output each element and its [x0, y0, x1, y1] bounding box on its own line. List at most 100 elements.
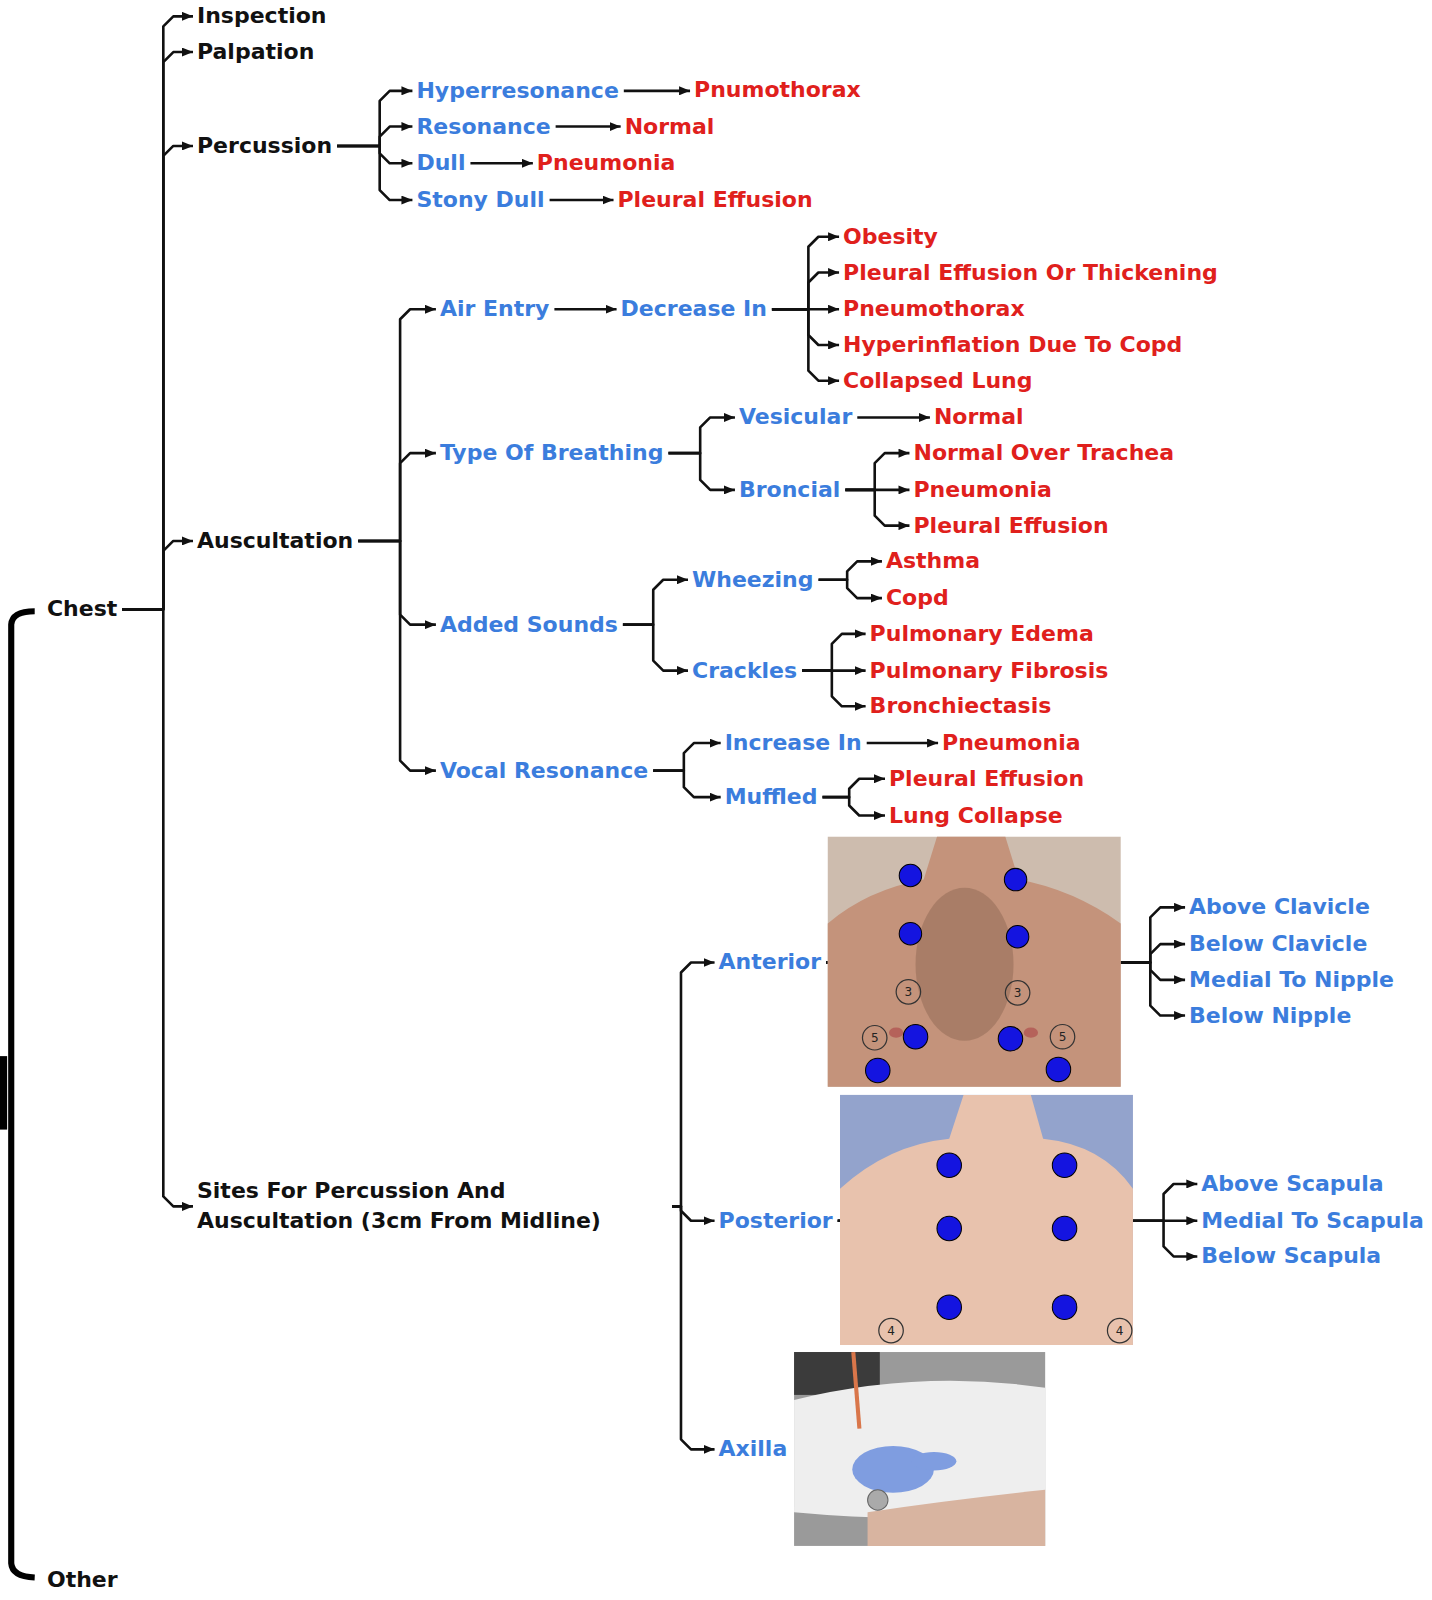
text-node: Medial To Nipple [1189, 967, 1394, 993]
bracket-arrow [672, 962, 715, 1206]
callout-number: 3 [1014, 986, 1022, 1000]
text-node: Air Entry [440, 296, 549, 322]
text-node: Pleural Effusion [618, 187, 813, 213]
node-text: Asthma [886, 548, 980, 574]
node-text: Resonance [416, 114, 550, 140]
text-node: Pleural Effusion Or Thickening [843, 260, 1218, 286]
node-text: Pneumonia [942, 730, 1080, 756]
node-text: Stony Dull [416, 187, 544, 213]
text-node: Dull [416, 150, 465, 176]
text-node: Axilla [719, 1436, 788, 1462]
node-text: Added Sounds [440, 612, 618, 638]
text-node: Below Clavicle [1189, 931, 1367, 957]
bracket-arrow [122, 16, 193, 609]
text-node: Below Scapula [1201, 1243, 1381, 1269]
node-text: Pulmonary Edema [870, 621, 1094, 647]
node-text: Normal [934, 404, 1024, 430]
bracket-arrow [668, 417, 735, 453]
text-node: Bronchiectasis [870, 693, 1052, 719]
node-text: Below Nipple [1189, 1003, 1351, 1029]
node-text: Vocal Resonance [440, 758, 648, 784]
text-node: Inspection [197, 3, 327, 29]
node-text: Pnumothorax [694, 77, 861, 103]
anterior-photo [828, 837, 1121, 1087]
text-node: Pulmonary Edema [870, 621, 1094, 647]
bracket-arrow [772, 273, 839, 310]
text-node: Pleural Effusion [889, 766, 1084, 792]
text-node: Asthma [886, 548, 980, 574]
bracket-arrow [122, 541, 193, 609]
text-node: Posterior [719, 1208, 833, 1234]
node-text: Pleural Effusion Or Thickening [843, 260, 1218, 286]
node-text: Pulmonary Fibrosis [870, 658, 1109, 684]
callout-number: 5 [871, 1031, 879, 1045]
text-node: Stony Dull [416, 187, 544, 213]
bracket-arrow [845, 453, 909, 490]
bracket-arrow [337, 127, 412, 146]
bracket-arrow [802, 634, 866, 671]
node-text: Percussion [197, 133, 332, 159]
bracket-arrow [122, 146, 193, 609]
text-node: Pneumothorax [843, 296, 1025, 322]
bracket-arrow [772, 309, 839, 345]
node-text: Inspection [197, 3, 327, 29]
node-text: Posterior [719, 1208, 833, 1234]
bracket-arrow [358, 541, 436, 625]
bracket-arrow [822, 797, 885, 815]
bracket-arrow [672, 1206, 715, 1220]
text-node: Chest [47, 596, 117, 622]
bracket-arrow [819, 580, 882, 598]
text-node: Percussion [197, 133, 332, 159]
node-text: Air Entry [440, 296, 549, 322]
outer-bracket [0, 611, 35, 1577]
text-node: Resonance [416, 114, 550, 140]
node-text: Chest [47, 596, 117, 622]
node-text: Above Clavicle [1189, 894, 1370, 920]
text-node: Medial To Scapula [1201, 1208, 1424, 1234]
text-node: Normal [625, 114, 715, 140]
text-node: Anterior [719, 949, 821, 975]
node-text: Increase In [725, 730, 862, 756]
text-node: Above Scapula [1201, 1171, 1383, 1197]
bracket-arrow [358, 541, 436, 771]
text-node: Hyperinflation Due To Copd [843, 332, 1182, 358]
text-node: Auscultation [197, 528, 353, 554]
bracket-arrow [867, 742, 938, 745]
node-text: Medial To Nipple [1189, 967, 1394, 993]
node-text: Copd [886, 585, 949, 611]
bracket-arrow [822, 779, 885, 797]
node-text: Below Scapula [1201, 1243, 1381, 1269]
bracket-arrow [819, 561, 882, 579]
node-text: Broncial [739, 477, 840, 503]
bracket-arrow [337, 146, 412, 200]
text-node: Pneumonia [913, 477, 1051, 503]
text-node: Lung Collapse [889, 803, 1063, 829]
node-text: Collapsed Lung [843, 368, 1032, 394]
text-node: Crackles [692, 658, 797, 684]
node-text: Dull [416, 150, 465, 176]
bracket-arrow [122, 609, 193, 1206]
node-text: Lung Collapse [889, 803, 1063, 829]
node-text: Pneumothorax [843, 296, 1025, 322]
callout-number: 4 [1116, 1324, 1124, 1338]
bracket-arrow [358, 309, 436, 541]
text-node: Pneumonia [537, 150, 675, 176]
text-node: Below Nipple [1189, 1003, 1351, 1029]
text-node: Pnumothorax [694, 77, 861, 103]
text-node: Broncial [739, 477, 840, 503]
bracket-arrow [802, 671, 866, 707]
text-node: Above Clavicle [1189, 894, 1370, 920]
node-text: Type Of Breathing [440, 440, 664, 466]
node-text: Normal [625, 114, 715, 140]
node-text: Pneumonia [537, 150, 675, 176]
posterior-photo [840, 1095, 1133, 1345]
text-node: Sites For Percussion And Auscultation (3… [197, 1176, 667, 1236]
bracket-arrow [772, 237, 839, 309]
node-text: Vesicular [739, 404, 852, 430]
bracket-arrow [556, 125, 621, 128]
text-node: Pneumonia [942, 730, 1080, 756]
bracket-arrow [672, 1206, 715, 1449]
text-node: Normal [934, 404, 1024, 430]
